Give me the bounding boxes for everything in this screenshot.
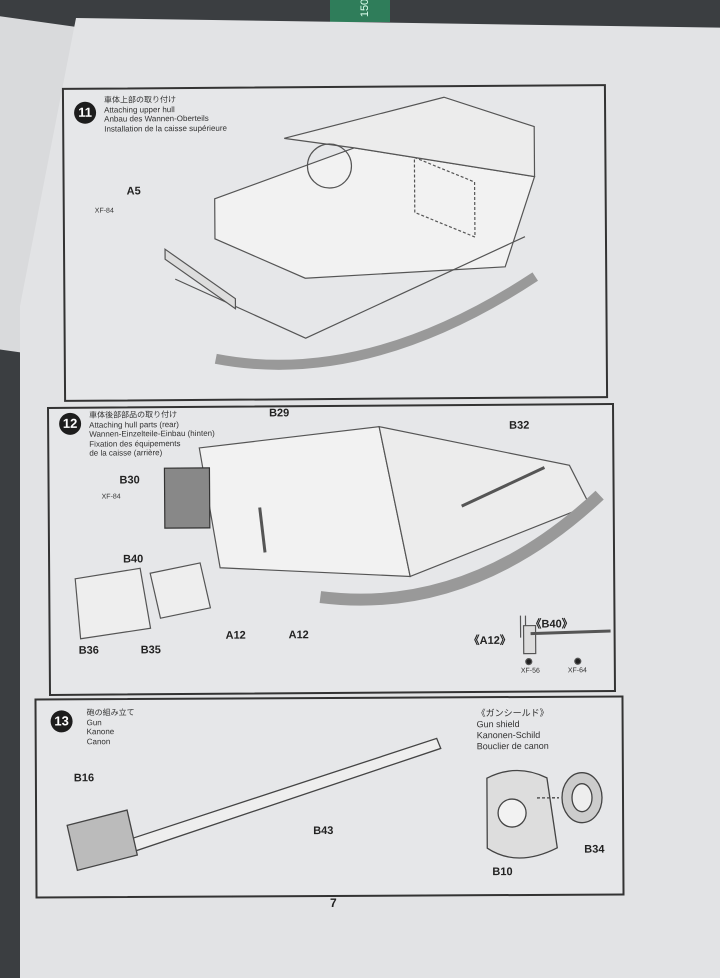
step-13-panel: 13 砲の組み立て Gun Kanone Canon 《ガンシールド》 Gun … — [34, 695, 625, 899]
part-label: B40 — [123, 553, 144, 566]
page-number: 7 — [330, 896, 337, 910]
part-label: B16 — [73, 772, 95, 785]
step-number: 13 — [50, 710, 73, 733]
gun-shield-subtitle: 《ガンシールド》 Gun shield Kanonen-Schild Boucl… — [476, 707, 549, 752]
step-number: 12 — [59, 412, 82, 435]
upper-hull-diagram — [164, 96, 538, 370]
paint-label: XF-84 — [94, 207, 114, 215]
part-label: B36 — [78, 644, 99, 657]
step-number: 11 — [74, 101, 97, 124]
detail-label: 《A12》 — [468, 634, 511, 648]
part-label: B29 — [269, 407, 290, 420]
paint-label: XF-64 — [567, 667, 587, 675]
part-label: B34 — [584, 843, 605, 856]
ruler: 150 — [330, 0, 390, 22]
paint-label: XF-56 — [520, 667, 540, 675]
part-label: B30 — [119, 474, 140, 487]
step-12-panel: 12 車体後部部品の取り付け Attaching hull parts (rea… — [46, 403, 617, 696]
part-label: A5 — [126, 185, 141, 198]
step-11-panel: 11 車体上部の取り付け Attaching upper hull Anbau … — [61, 84, 609, 402]
paint-label: XF-84 — [101, 493, 121, 501]
part-label: A12 — [288, 629, 309, 642]
step-title: 車体上部の取り付け Attaching upper hull Anbau des… — [103, 95, 227, 134]
part-label: A12 — [225, 629, 246, 642]
part-label: B32 — [509, 419, 530, 432]
step-title: 砲の組み立て Gun Kanone Canon — [86, 708, 135, 746]
part-label: B35 — [140, 644, 161, 657]
detail-label: 《B40》 — [530, 618, 573, 631]
step-title: 車体後部部品の取り付け Attaching hull parts (rear) … — [89, 410, 215, 458]
rear-hull-diagram — [74, 425, 611, 666]
part-label: B10 — [492, 866, 513, 879]
gun-diagram — [66, 737, 603, 872]
part-label: B43 — [313, 824, 334, 838]
